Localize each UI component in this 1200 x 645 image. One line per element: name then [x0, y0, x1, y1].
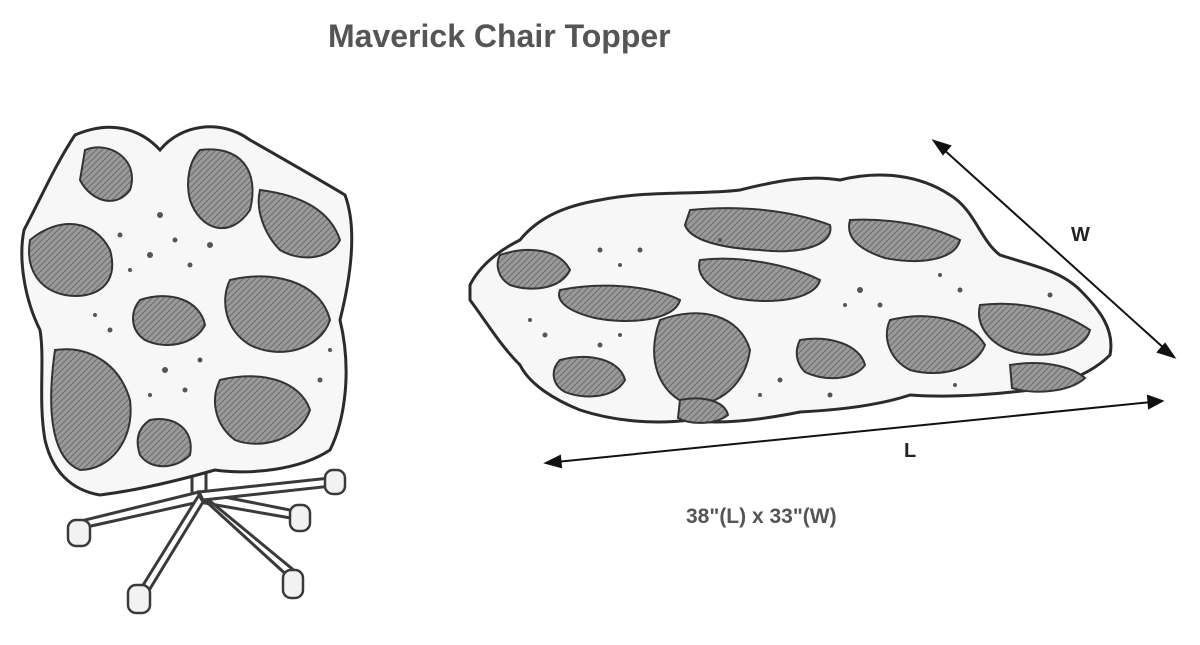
length-dimension-arrow	[543, 394, 1165, 469]
width-label: W	[1071, 224, 1090, 246]
flat-topper-patches	[496, 207, 1092, 424]
length-label: L	[904, 440, 917, 462]
size-text: 38"(L) x 33"(W)	[686, 505, 837, 528]
chair-topper-spots	[93, 212, 332, 397]
flat-topper-icon	[468, 173, 1113, 424]
width-dimension-arrow	[931, 139, 1177, 359]
chair-casters	[66, 468, 347, 615]
flat-topper-spots	[528, 238, 1053, 398]
chair-topper-patches	[28, 146, 342, 472]
chair-with-topper-icon	[20, 125, 354, 615]
page-title: Maverick Chair Topper	[328, 18, 671, 54]
